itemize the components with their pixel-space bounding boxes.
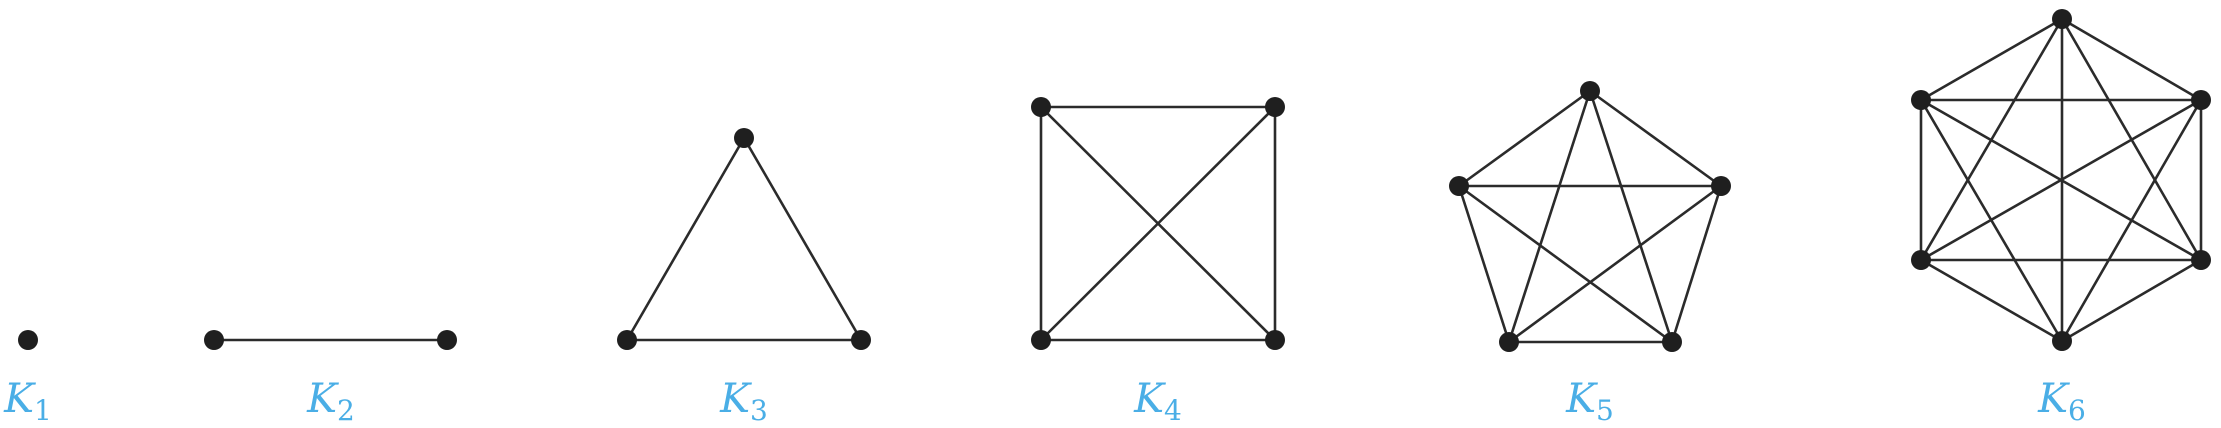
graph-k2-vertices	[204, 330, 457, 350]
graph-k4-label-subscript: 4	[1164, 394, 1182, 427]
graph-k6-label: K6	[2037, 376, 2086, 427]
graph-k5-edge	[1458, 184, 1673, 344]
graph-k6-vertex	[2191, 90, 2211, 110]
graph-k5-vertex	[1499, 332, 1519, 352]
graph-k5-label-letter: K	[1565, 376, 1598, 422]
graph-k2-label-subscript: 2	[337, 394, 355, 427]
graph-k6-label-letter: K	[2037, 376, 2070, 422]
graph-k1-label-subscript: 1	[34, 394, 52, 427]
graph-k6-vertex	[2191, 250, 2211, 270]
graph-k6-vertex	[2052, 9, 2072, 29]
graph-k6-edge	[2061, 258, 2202, 343]
graph-k6-edge	[2060, 99, 2203, 342]
graph-k6-vertex	[1911, 250, 1931, 270]
graph-k3-edge	[625, 137, 746, 341]
graph-k4-label: K4	[1133, 376, 1182, 427]
graph-k5-edges	[1457, 89, 1723, 344]
graph-k4-label-letter: K	[1133, 376, 1166, 422]
graph-k4-vertex	[1031, 97, 1051, 117]
graph-k5-vertex	[1711, 176, 1731, 196]
graph-k1-label: K1	[3, 376, 52, 427]
graph-k3-vertex	[617, 330, 637, 350]
graph-k5-vertices	[1449, 81, 1731, 352]
graph-k5-label-subscript: 5	[1596, 394, 1614, 427]
graph-k4-edges	[1039, 105, 1277, 342]
graph-k4-vertex	[1265, 97, 1285, 117]
graph-k3-label-subscript: 3	[750, 394, 768, 427]
graph-k5-vertex	[1449, 176, 1469, 196]
graph-k6-vertex	[1911, 90, 1931, 110]
graph-k5: K5	[1449, 81, 1731, 427]
graph-k2-label-letter: K	[306, 376, 339, 422]
graph-k3-vertices	[617, 128, 871, 350]
graph-k2: K2	[204, 330, 457, 427]
graph-k5-label: K5	[1565, 376, 1614, 427]
graph-k2-vertex	[437, 330, 457, 350]
graph-k5-edge	[1670, 185, 1723, 343]
graph-k1-vertex	[18, 330, 38, 350]
graph-k5-edge	[1458, 89, 1591, 188]
graph-k3-edges	[625, 137, 863, 342]
graph-k1-label-letter: K	[3, 376, 36, 422]
graph-k6-label-subscript: 6	[2068, 394, 2086, 427]
graph-k5-edge	[1588, 90, 1674, 343]
graph-k4: K4	[1031, 97, 1285, 427]
graph-k5-vertex	[1662, 332, 1682, 352]
graph-k5-edge	[1589, 89, 1722, 188]
graph-k4-vertices	[1031, 97, 1285, 350]
graph-k3-vertex	[734, 128, 754, 148]
graph-k5-edge	[1507, 90, 1592, 343]
graph-k6-edge	[1920, 258, 2063, 343]
graph-k2-label: K2	[306, 376, 355, 427]
graph-k2-vertex	[204, 330, 224, 350]
graph-k3-edge	[742, 137, 863, 341]
graph-k3-vertex	[851, 330, 871, 350]
graph-k5-vertex	[1580, 81, 1600, 101]
graph-k6-edge	[1920, 98, 2202, 262]
graph-k3: K3	[617, 128, 871, 427]
graph-k1-vertices	[18, 330, 38, 350]
graph-k6-edges	[1919, 17, 2203, 343]
graph-k6-vertices	[1911, 9, 2211, 351]
graph-k4-edge	[1040, 106, 1276, 341]
graph-k6-vertex	[2052, 331, 2072, 351]
graph-k5-edge	[1508, 184, 1722, 344]
graph-k1: K1	[3, 330, 52, 427]
graph-k6-edge	[1920, 17, 2063, 102]
graph-k3-label-letter: K	[719, 376, 752, 422]
graph-k4-vertex	[1031, 330, 1051, 350]
graph-k4-vertex	[1265, 330, 1285, 350]
graph-k6-edge	[2061, 17, 2202, 102]
graph-k5-edge	[1457, 185, 1511, 343]
graph-k3-label: K3	[719, 376, 768, 427]
graph-k6: K6	[1911, 9, 2211, 427]
